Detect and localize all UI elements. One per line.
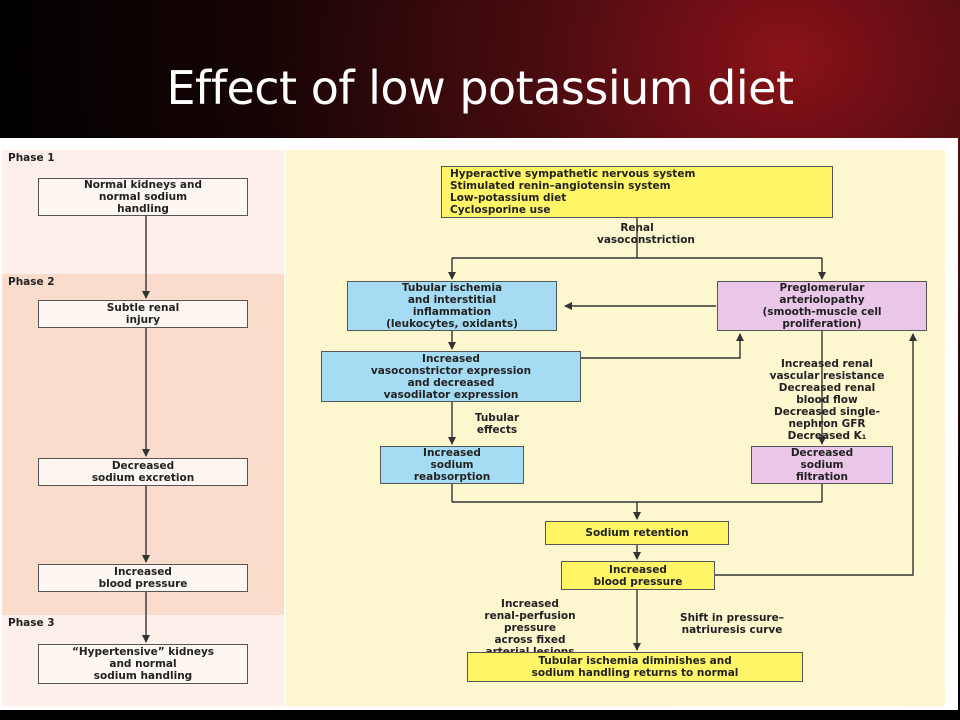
box-hypertensive-kidneys: “Hypertensive” kidneys and normal sodium… [38,644,248,684]
slide-title: Effect of low potassium diet [166,61,794,115]
phase-1-label: Phase 1 [8,152,55,164]
box-normal-kidneys: Normal kidneys and normal sodium handlin… [38,178,248,216]
flowchart-figure: Phase 1 Phase 2 Phase 3 Normal kidneys a… [0,138,958,710]
right-arrows [448,218,917,651]
box-tubular-ischemia: Tubular ischemia and interstitial inflam… [347,281,557,331]
label-tubular-effects: Tubular effects [474,412,520,436]
box-ischemia-diminishes: Tubular ischemia diminishes and sodium h… [467,652,803,682]
label-renal-perfusion-pressure: Increased renal-perfusion pressure acros… [484,598,576,658]
phase-3-label: Phase 3 [8,617,55,629]
left-arrows [142,216,150,643]
label-renal-vasoconstriction: Renal vasoconstriction [597,222,695,246]
box-causes: Hyperactive sympathetic nervous system S… [441,166,833,218]
label-pressure-natriuresis: Shift in pressure– natriuresis curve [680,612,784,636]
box-increased-blood-pressure-left: Increased blood pressure [38,564,248,592]
box-sodium-reabsorption: Increased sodium reabsorption [380,446,524,484]
box-subtle-renal-injury: Subtle renal injury [38,300,248,328]
box-sodium-filtration: Decreased sodium filtration [751,446,893,484]
box-preglomerular-arteriolopathy: Preglomerular arteriolopathy (smooth-mus… [717,281,927,331]
box-sodium-retention: Sodium retention [545,521,729,545]
arrow-bp-feedback [715,333,917,576]
phase-2-label: Phase 2 [8,276,55,288]
box-increased-blood-pressure-right: Increased blood pressure [561,561,715,590]
box-vasoconstrictor-expression: Increased vasoconstrictor expression and… [321,351,581,402]
arrow-vasoconstrictor-to-preglomerular [581,333,744,359]
mechanism-panel: Hyperactive sympathetic nervous system S… [285,150,945,706]
phases-panel: Phase 1 Phase 2 Phase 3 Normal kidneys a… [2,150,284,706]
label-vascular-effects: Increased renal vascular resistance Decr… [769,358,885,442]
box-decreased-sodium-excretion: Decreased sodium excretion [38,458,248,486]
